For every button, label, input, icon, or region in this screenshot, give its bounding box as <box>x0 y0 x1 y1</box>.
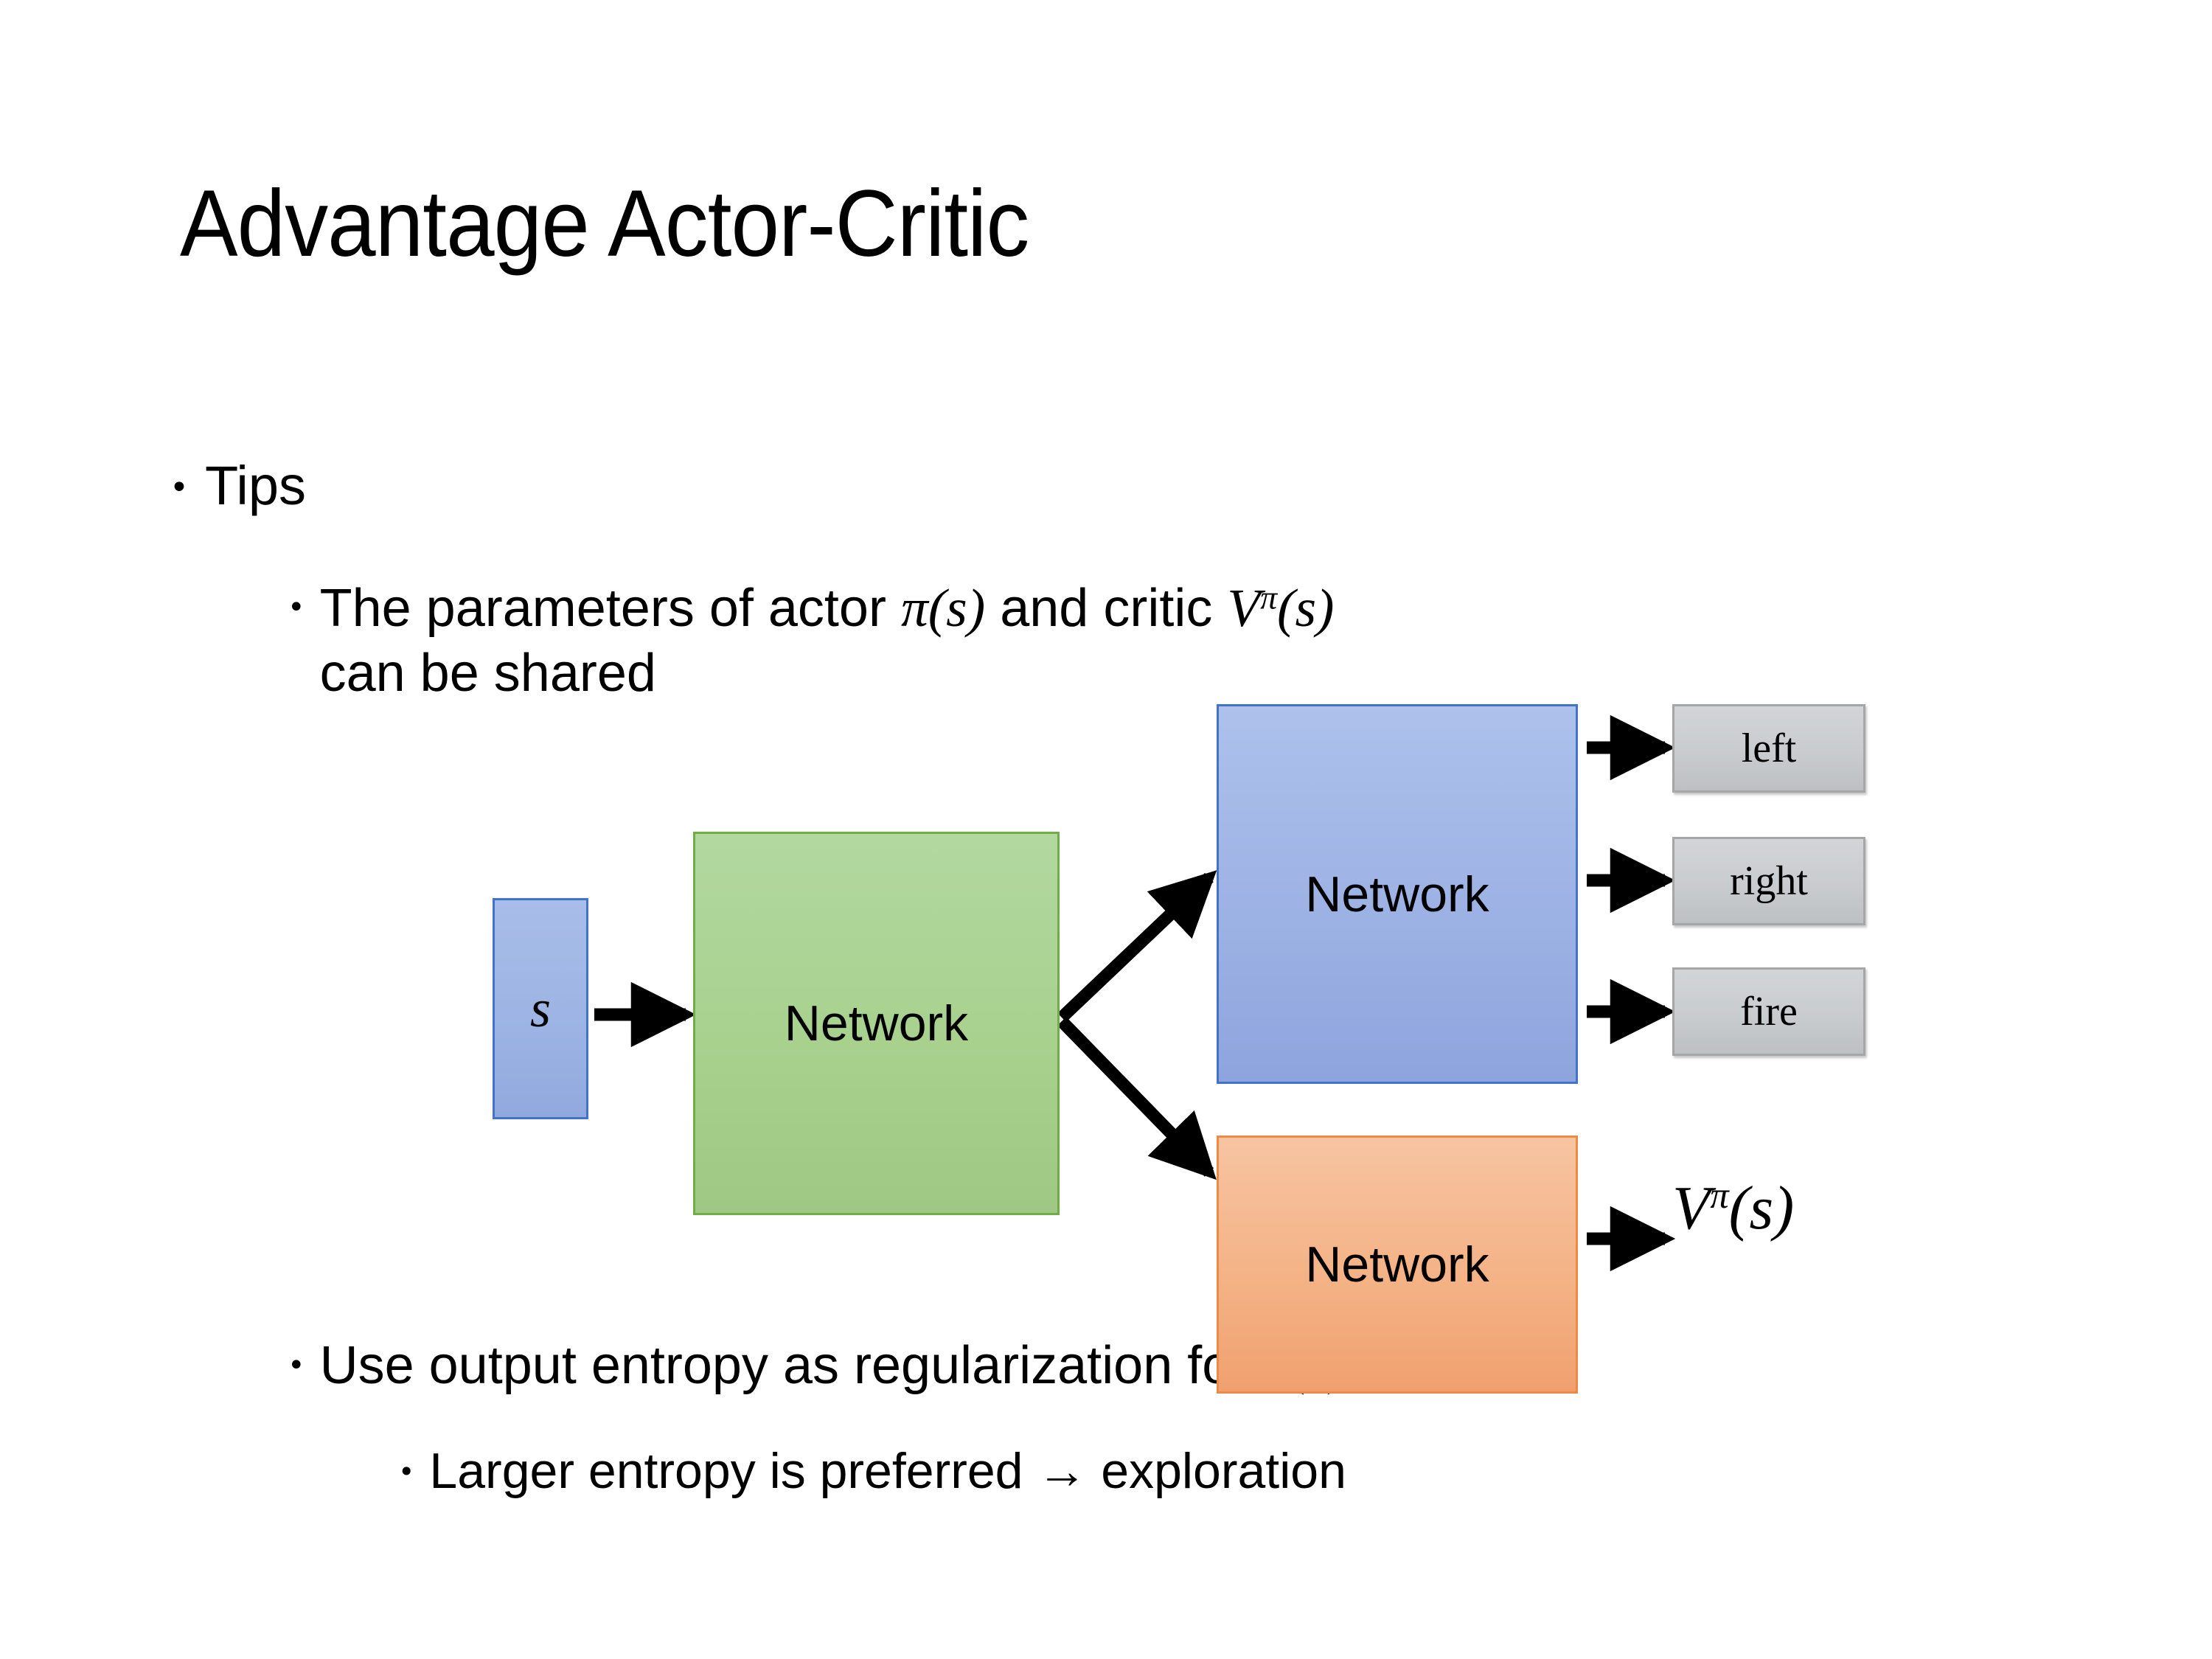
critic-output-base: V <box>1672 1174 1711 1242</box>
actor-network-node[interactable]: Network <box>1217 704 1578 1084</box>
critic-value-arg: (s) <box>1277 578 1335 638</box>
critic-output-value: Vπ(s) <box>1672 1172 1794 1244</box>
bullet-tips: • Tips <box>170 455 307 517</box>
params-text-line2: can be shared <box>319 643 656 703</box>
shared-network-label: Network <box>784 995 969 1051</box>
critic-output-superscript: π <box>1710 1174 1729 1216</box>
bullet-larger-entropy: • Larger entropy is preferred → explorat… <box>398 1441 1346 1502</box>
action-label-right: right <box>1730 858 1808 904</box>
action-label-fire: fire <box>1740 989 1798 1034</box>
bullet-dot-icon: • <box>288 1349 305 1382</box>
critic-output-arg: (s) <box>1728 1174 1795 1242</box>
bullet-entropy-regularization: • Use output entropy as regularization f… <box>288 1333 1349 1398</box>
critic-network-label: Network <box>1305 1237 1489 1293</box>
bullet-shared-parameters-text: The parameters of actor π(s) and critic … <box>320 575 1335 706</box>
bullet-entropy-text: Use output entropy as regularization for… <box>320 1333 1349 1398</box>
arrow-shared-to-actor <box>1057 870 1217 1023</box>
page-title: Advantage Actor-Critic <box>180 171 1029 276</box>
params-text-middle: and critic <box>985 579 1228 638</box>
critic-network-node[interactable]: Network <box>1217 1135 1578 1394</box>
actor-policy-math: π(s) <box>900 578 986 638</box>
bullet-dot-icon: • <box>398 1455 415 1488</box>
actor-network-label: Network <box>1305 866 1489 922</box>
shared-network-node[interactable]: Network <box>693 832 1060 1215</box>
bullet-shared-parameters: • The parameters of actor π(s) and criti… <box>288 575 1335 706</box>
bullet-larger-entropy-label: Larger entropy is preferred → exploratio… <box>429 1443 1346 1499</box>
entropy-text-lead: Use output entropy as regularization for <box>319 1336 1265 1395</box>
action-label-left: left <box>1741 726 1797 771</box>
critic-value-base: V <box>1227 578 1261 638</box>
state-node-label: s <box>529 978 552 1038</box>
critic-value-superscript: π <box>1260 578 1278 616</box>
bullet-dot-icon: • <box>288 591 305 625</box>
bullet-dot-icon: • <box>170 469 189 507</box>
action-box-left[interactable]: left <box>1672 704 1865 793</box>
arrow-shared-to-critic <box>1057 1017 1217 1180</box>
action-box-right[interactable]: right <box>1672 837 1865 925</box>
state-input-node[interactable]: s <box>493 898 588 1119</box>
critic-value-math: Vπ(s) <box>1227 578 1334 638</box>
params-text-lead: The parameters of actor <box>319 579 901 638</box>
action-box-fire[interactable]: fire <box>1672 967 1865 1056</box>
bullet-tips-label: Tips <box>204 455 307 516</box>
